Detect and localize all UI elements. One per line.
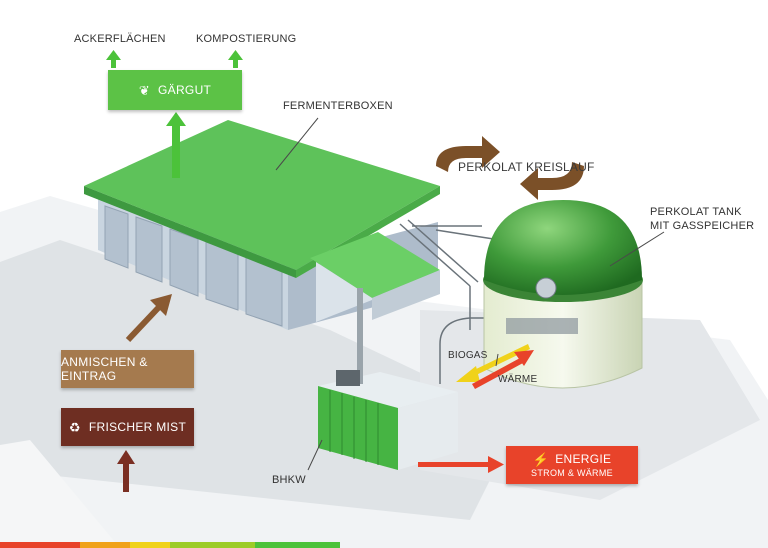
gasspeicher-label: MIT GASSPEICHER	[650, 220, 755, 232]
bottom-bar-green	[255, 542, 340, 548]
biogas-label: BIOGAS	[448, 350, 488, 361]
bottom-bar-orange	[80, 542, 130, 548]
recycle-icon: ♻	[68, 419, 81, 435]
gaergut-label: GÄRGUT	[158, 83, 212, 97]
kompostierung-arrow	[228, 50, 243, 68]
lightning-icon: ⚡	[532, 451, 550, 467]
fermenterboxen-label: FERMENTERBOXEN	[283, 100, 393, 112]
anmischen-arrow	[125, 294, 172, 343]
callout-lines	[275, 117, 665, 471]
gaergut-box: ❦ GÄRGUT	[108, 70, 242, 110]
bottom-bar-red	[0, 542, 80, 548]
bhkw-container	[318, 288, 458, 470]
bottom-bar-yellow	[130, 542, 170, 548]
perkolat-tank	[483, 200, 643, 389]
bhkw-label: BHKW	[272, 474, 306, 486]
stairs-pipes	[399, 219, 505, 384]
ackerflaechen-label: ACKERFLÄCHEN	[74, 33, 166, 45]
frischer-mist-box: ♻ FRISCHER MIST	[61, 408, 194, 446]
energie-box: ⚡ ENERGIE STROM & WÄRME	[506, 446, 638, 484]
energie-arrow	[418, 456, 504, 473]
bottom-bar-lime	[170, 542, 255, 548]
ackerflaechen-arrow	[106, 50, 121, 68]
waerme-arrow	[472, 350, 534, 389]
mist-up-arrow	[117, 450, 135, 492]
energie-label: ENERGIE	[555, 452, 612, 466]
anmischen-box: ANMISCHEN & EINTRAG	[61, 350, 194, 388]
perkolat-tank-label: PERKOLAT TANK	[650, 206, 742, 218]
kompostierung-label: KOMPOSTIERUNG	[196, 33, 297, 45]
perkolat-kreislauf-arrows	[436, 136, 584, 200]
anmischen-label: ANMISCHEN & EINTRAG	[61, 355, 148, 383]
strom-waerme-label: STROM & WÄRME	[531, 468, 613, 478]
waerme-label: WÄRME	[498, 374, 538, 385]
perkolat-kreislauf-label: PERKOLAT KREISLAUF	[458, 160, 595, 174]
gaergut-up-arrow	[166, 112, 186, 178]
frischer-mist-label: FRISCHER MIST	[88, 420, 187, 434]
sprout-icon: ❦	[138, 82, 151, 98]
